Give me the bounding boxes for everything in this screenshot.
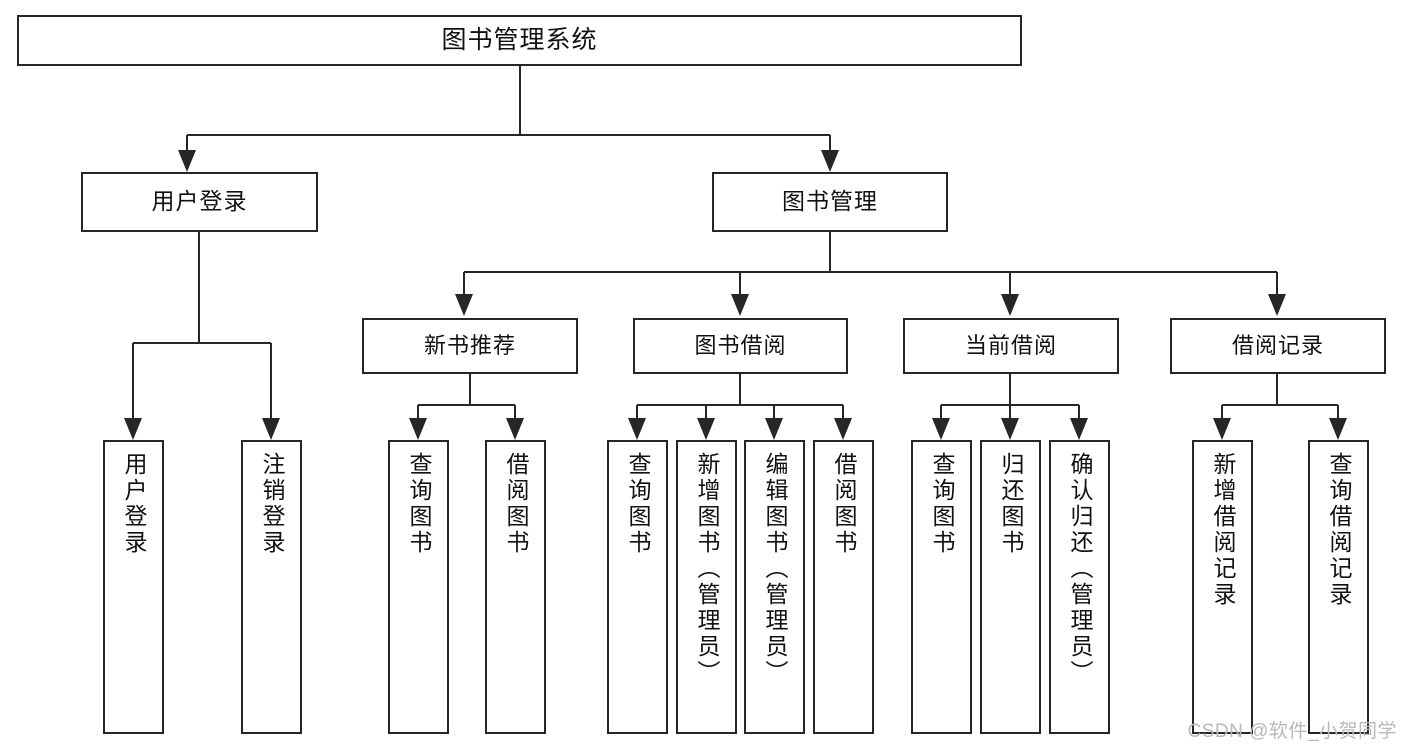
leaf-label: 编辑图书（管理员） [762,452,788,686]
leaf-query-borrow-record[interactable]: 查询借阅记录 [1308,440,1369,734]
leaf-label: 归还图书 [998,452,1024,556]
leaf-label: 确认归还（管理员） [1067,452,1093,686]
node-borrow-record[interactable]: 借阅记录 [1170,318,1386,374]
leaf-return-book[interactable]: 归还图书 [980,440,1041,734]
leaf-confirm-return-admin[interactable]: 确认归还（管理员） [1049,440,1110,734]
leaf-label: 新增图书（管理员） [694,452,720,686]
leaf-label: 查询图书 [406,452,432,556]
leaf-label: 用户登录 [121,452,147,556]
node-label: 图书管理系统 [441,25,598,54]
leaf-add-book-admin[interactable]: 新增图书（管理员） [676,440,737,734]
node-label: 用户登录 [151,188,248,215]
leaf-user-logout[interactable]: 注销登录 [241,440,302,734]
leaf-label: 新增借阅记录 [1210,452,1236,608]
csdn-watermark: CSDN @软件_小贺同学 [1187,721,1397,742]
leaf-borrow-book-recommend[interactable]: 借阅图书 [485,440,546,734]
node-new-book-recommend[interactable]: 新书推荐 [362,318,578,374]
node-book-borrow[interactable]: 图书借阅 [633,318,848,374]
node-book-management[interactable]: 图书管理 [712,172,948,232]
node-label: 借阅记录 [1231,333,1324,359]
leaf-label: 查询借阅记录 [1326,452,1352,608]
node-label: 新书推荐 [423,333,516,359]
leaf-user-login[interactable]: 用户登录 [103,440,164,734]
leaf-query-book-current[interactable]: 查询图书 [911,440,972,734]
node-label: 图书借阅 [694,333,787,359]
node-label: 当前借阅 [964,333,1057,359]
leaf-query-book-recommend[interactable]: 查询图书 [388,440,449,734]
leaf-add-borrow-record[interactable]: 新增借阅记录 [1192,440,1253,734]
leaf-label: 查询图书 [929,452,955,556]
node-label: 图书管理 [782,188,878,215]
leaf-label: 查询图书 [625,452,651,556]
leaf-label: 借阅图书 [503,452,529,556]
leaf-label: 注销登录 [259,452,285,556]
node-user-login[interactable]: 用户登录 [81,172,318,232]
leaf-label: 借阅图书 [831,452,857,556]
leaf-borrow-book[interactable]: 借阅图书 [813,440,874,734]
leaf-query-book-borrow[interactable]: 查询图书 [607,440,668,734]
leaf-edit-book-admin[interactable]: 编辑图书（管理员） [744,440,805,734]
node-current-borrow[interactable]: 当前借阅 [903,318,1119,374]
node-root-book-management-system[interactable]: 图书管理系统 [17,15,1022,66]
